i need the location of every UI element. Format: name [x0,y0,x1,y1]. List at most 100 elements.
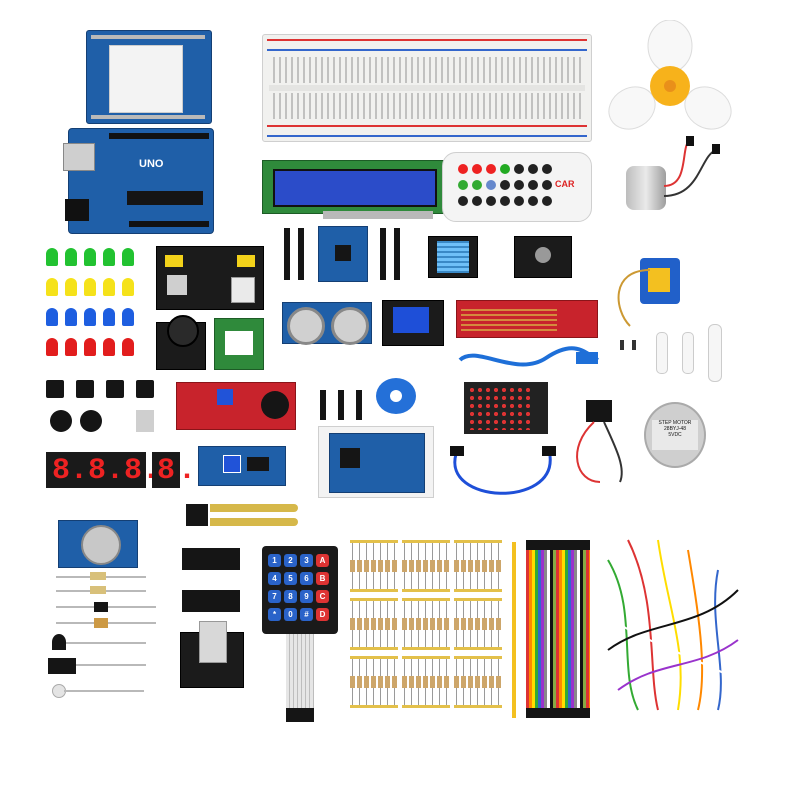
dupont-ribbon [526,544,590,716]
led [65,278,77,296]
ultrasonic-sensor [282,302,372,345]
keypad-key: 7 [268,590,281,603]
resistor-pack [454,656,502,708]
ic-chip-2 [182,590,240,612]
resistor-pack [402,598,450,650]
led [122,308,134,326]
led [103,338,115,356]
resistor-pack [454,540,502,592]
keypad-key: 9 [300,590,313,603]
gyro-module [318,226,368,282]
ir-receiver [320,390,364,420]
seven-segment-1digit: 8 [152,452,180,488]
keypad-key: 1 [268,554,281,567]
soil-moisture-sensor [186,500,298,530]
keypad-key: C [316,590,329,603]
led [65,308,77,326]
resistor-pack [454,598,502,650]
usb-port [63,143,95,171]
dc-motor [626,166,666,210]
led [84,308,96,326]
atmega-chip [127,191,203,205]
light-sensor-module [198,446,286,486]
led [122,278,134,296]
led [46,338,58,356]
single-jumper [512,542,516,718]
led [46,248,58,266]
keypad-key: 4 [268,572,281,585]
servo-motor [640,258,680,304]
lcd-screen [273,169,437,207]
breadboard [262,34,592,142]
led [84,338,96,356]
sound-sensor [176,382,296,430]
uno-board: UNO [63,128,214,234]
led [122,338,134,356]
led [46,308,58,326]
fan-propeller [608,20,732,130]
usb-cable [458,346,599,367]
stepper-label-1: STEP MOTOR [658,420,692,426]
keypad-ribbon [286,634,314,720]
resistor-pack [350,598,398,650]
resistor-pack [402,540,450,592]
stepper-motor: STEP MOTOR 28BYJ-48 5VDC [644,402,706,468]
ic-chip-1 [182,548,240,570]
jumper-wires [598,539,739,711]
stepper-label-2: 28BYJ-48 [664,426,686,432]
keypad-key: * [268,608,281,621]
rfid-reader [318,426,434,498]
power-supply-module [156,246,264,310]
keypad-key: 6 [300,572,313,585]
push-buttons [46,380,156,440]
lcd-1602 [262,160,444,219]
resistor-packs [350,540,502,716]
led [84,248,96,266]
keypad-key: A [316,554,329,567]
dot-matrix [464,382,548,434]
pin-headers [284,228,400,280]
joystick-knob [167,315,199,347]
led [103,278,115,296]
led [122,248,134,266]
led-assortment [46,248,146,368]
water-sensor [456,300,598,338]
mini-breadboard [109,45,183,113]
uno-label: UNO [139,158,164,170]
servo-horns [620,322,740,382]
keypad-key: 5 [284,572,297,585]
rotary-encoder [180,621,244,688]
rtc-module [58,520,138,568]
led [65,248,77,266]
power-jack [65,199,89,221]
dht11-sensor [428,236,478,278]
led [65,338,77,356]
led [103,308,115,326]
resistor-pack [350,540,398,592]
keypad-key: D [316,608,329,621]
keypad-key: B [316,572,329,585]
jumper-wire-loop [450,446,556,495]
relay-module [382,300,444,346]
led [84,278,96,296]
remote-buttons [458,164,552,206]
rfid-tag [376,378,416,414]
prototype-shield [86,30,212,124]
seven-segment-4digit: 8.8.8.8. [46,452,196,488]
resistor-pack [350,656,398,708]
components-left [46,572,156,702]
ir-remote: CAR [442,152,592,222]
servo-wires [617,269,651,327]
led [46,278,58,296]
resistor-pack [402,656,450,708]
keypad-key: 8 [284,590,297,603]
keypad-key: # [300,608,313,621]
buzzer [50,410,72,432]
potentiometer [136,410,154,432]
flame-sensor [514,236,572,278]
keypad-key: 2 [284,554,297,567]
battery-clip [576,400,623,483]
led [103,248,115,266]
